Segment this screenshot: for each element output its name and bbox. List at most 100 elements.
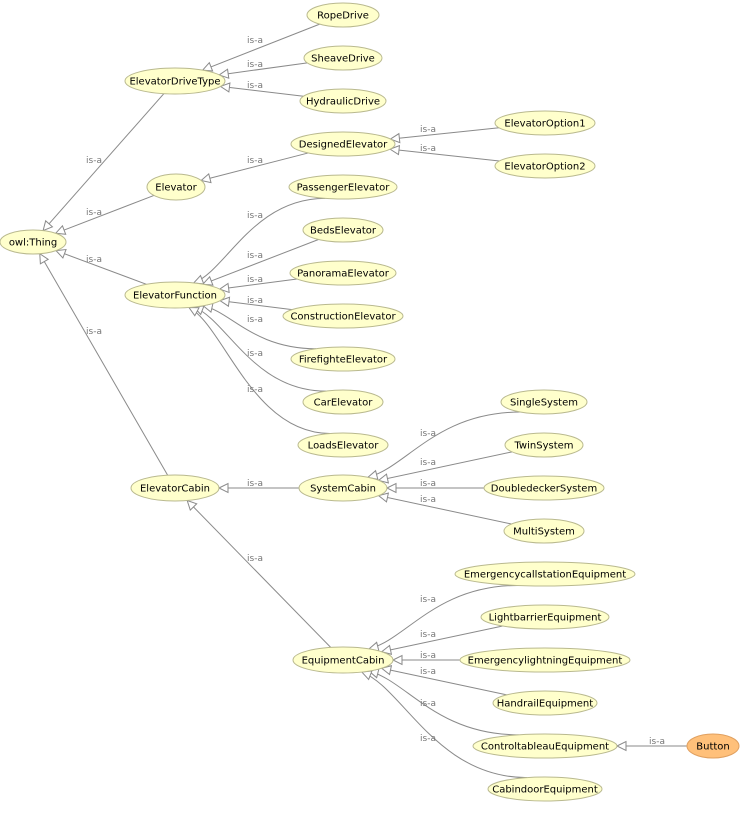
node-ellipse[interactable] bbox=[290, 131, 396, 157]
node-ellipse[interactable] bbox=[494, 153, 596, 179]
edge-function-to-thing: is-a bbox=[54, 248, 147, 285]
edge-label: is-a bbox=[247, 349, 263, 359]
node-ellipse[interactable] bbox=[686, 733, 740, 759]
node-rope[interactable]: RopeDrive bbox=[306, 2, 380, 28]
node-equipcabin[interactable]: EquipmentCabin bbox=[292, 646, 394, 674]
node-ellipse[interactable] bbox=[303, 45, 383, 71]
edge-line bbox=[188, 307, 331, 435]
node-handrail[interactable]: HandrailEquipment bbox=[492, 690, 598, 716]
edge-elevator-to-thing: is-a bbox=[54, 194, 155, 235]
node-opt2[interactable]: ElevatorOption2 bbox=[494, 153, 596, 179]
node-elevator[interactable]: Elevator bbox=[146, 173, 206, 201]
node-ellipse[interactable] bbox=[504, 432, 584, 458]
node-button[interactable]: Button bbox=[686, 733, 740, 759]
node-ellipse[interactable] bbox=[124, 67, 226, 95]
edge-line bbox=[361, 671, 528, 779]
node-ellipse[interactable] bbox=[302, 389, 384, 415]
node-ellipse[interactable] bbox=[483, 475, 605, 501]
edge-twin-to-syscabin: is-a bbox=[377, 451, 513, 484]
edge-hydraulic-to-drivetype: is-a bbox=[219, 81, 304, 97]
node-ellipse[interactable] bbox=[292, 646, 394, 674]
node-drivetype[interactable]: ElevatorDriveType bbox=[124, 67, 226, 95]
node-ellipse[interactable] bbox=[492, 690, 598, 716]
node-ellipse[interactable] bbox=[494, 110, 596, 136]
node-cabindoor[interactable]: CabindoorEquipment bbox=[487, 776, 603, 802]
node-ellipse[interactable] bbox=[299, 88, 387, 114]
node-label: EmergencycallstationEquipment bbox=[464, 570, 626, 581]
edge-label: is-a bbox=[247, 81, 263, 91]
node-ellipse[interactable] bbox=[124, 281, 226, 309]
node-ellipse[interactable] bbox=[130, 474, 220, 502]
node-construction[interactable]: ConstructionElevator bbox=[282, 303, 404, 329]
node-ellipse[interactable] bbox=[487, 776, 603, 802]
arrowhead-icon bbox=[187, 306, 200, 317]
node-label: LoadsElevator bbox=[308, 441, 380, 452]
node-function[interactable]: ElevatorFunction bbox=[124, 281, 226, 309]
edge-label: is-a bbox=[420, 125, 436, 135]
edge-line bbox=[220, 300, 293, 311]
edge-line bbox=[368, 584, 519, 650]
node-controltableau[interactable]: ControltableauEquipment bbox=[472, 733, 618, 759]
arrowhead-icon bbox=[391, 654, 403, 666]
node-ellipse[interactable] bbox=[298, 474, 388, 502]
node-label: ElevatorOption1 bbox=[504, 119, 585, 130]
edge-line bbox=[219, 62, 308, 76]
node-emerglight[interactable]: EmergencylightningEquipment bbox=[459, 647, 631, 673]
node-ellipse[interactable] bbox=[297, 432, 389, 458]
node-ellipse[interactable] bbox=[146, 173, 206, 201]
edge-multi-to-syscabin: is-a bbox=[377, 492, 512, 525]
node-ellipse[interactable] bbox=[306, 2, 380, 28]
node-label: TwinSystem bbox=[513, 441, 573, 452]
node-opt1[interactable]: ElevatorOption1 bbox=[494, 110, 596, 136]
edge-line bbox=[367, 411, 521, 478]
edge-label: is-a bbox=[420, 495, 436, 505]
node-ellipse[interactable] bbox=[282, 303, 404, 329]
node-ellipse[interactable] bbox=[0, 229, 67, 255]
node-ellipse[interactable] bbox=[472, 733, 618, 759]
arrowhead-icon bbox=[218, 296, 231, 308]
arrowhead-icon bbox=[54, 248, 67, 259]
node-label: Button bbox=[696, 742, 730, 753]
node-ellipse[interactable] bbox=[289, 260, 397, 286]
node-twin[interactable]: TwinSystem bbox=[504, 432, 584, 458]
node-loads[interactable]: LoadsElevator bbox=[297, 432, 389, 458]
edge-line bbox=[378, 495, 512, 525]
node-ellipse[interactable] bbox=[459, 647, 631, 673]
edge-opt2-to-designed: is-a bbox=[388, 144, 500, 162]
node-thing[interactable]: owl:Thing bbox=[0, 229, 67, 255]
node-label: MultiSystem bbox=[513, 527, 575, 538]
node-ellipse[interactable] bbox=[290, 346, 396, 372]
edge-line bbox=[381, 625, 503, 653]
arrowhead-icon bbox=[217, 482, 229, 494]
node-cabin[interactable]: ElevatorCabin bbox=[130, 474, 220, 502]
node-emergcall[interactable]: EmergencycallstationEquipment bbox=[454, 561, 636, 587]
node-ellipse[interactable] bbox=[480, 604, 610, 630]
edge-label: is-a bbox=[247, 211, 263, 221]
arrowhead-icon bbox=[377, 473, 390, 484]
node-single[interactable]: SingleSystem bbox=[500, 389, 588, 415]
node-label: SingleSystem bbox=[510, 398, 578, 409]
node-syscabin[interactable]: SystemCabin bbox=[298, 474, 388, 502]
node-lightbarrier[interactable]: LightbarrierEquipment bbox=[480, 604, 610, 630]
edge-label: is-a bbox=[420, 667, 436, 677]
edge-label: is-a bbox=[86, 156, 102, 166]
node-passenger[interactable]: PassengerElevator bbox=[288, 174, 398, 200]
node-firefighte[interactable]: FirefighteElevator bbox=[290, 346, 396, 372]
edge-button-to-controltableau: is-a bbox=[615, 737, 687, 752]
node-ellipse[interactable] bbox=[302, 217, 384, 243]
node-doubledecker[interactable]: DoubledeckerSystem bbox=[483, 475, 605, 501]
node-car[interactable]: CarElevator bbox=[302, 389, 384, 415]
node-designed[interactable]: DesignedElevator bbox=[290, 131, 396, 157]
node-beds[interactable]: BedsElevator bbox=[302, 217, 384, 243]
node-multi[interactable]: MultiSystem bbox=[503, 518, 585, 544]
node-panorama[interactable]: PanoramaElevator bbox=[289, 260, 397, 286]
node-hydraulic[interactable]: HydraulicDrive bbox=[299, 88, 387, 114]
node-label: PassengerElevator bbox=[297, 183, 391, 194]
edge-panorama-to-function: is-a bbox=[218, 275, 298, 294]
node-sheave[interactable]: SheaveDrive bbox=[303, 45, 383, 71]
node-ellipse[interactable] bbox=[500, 389, 588, 415]
node-ellipse[interactable] bbox=[503, 518, 585, 544]
node-ellipse[interactable] bbox=[454, 561, 636, 587]
node-ellipse[interactable] bbox=[288, 174, 398, 200]
